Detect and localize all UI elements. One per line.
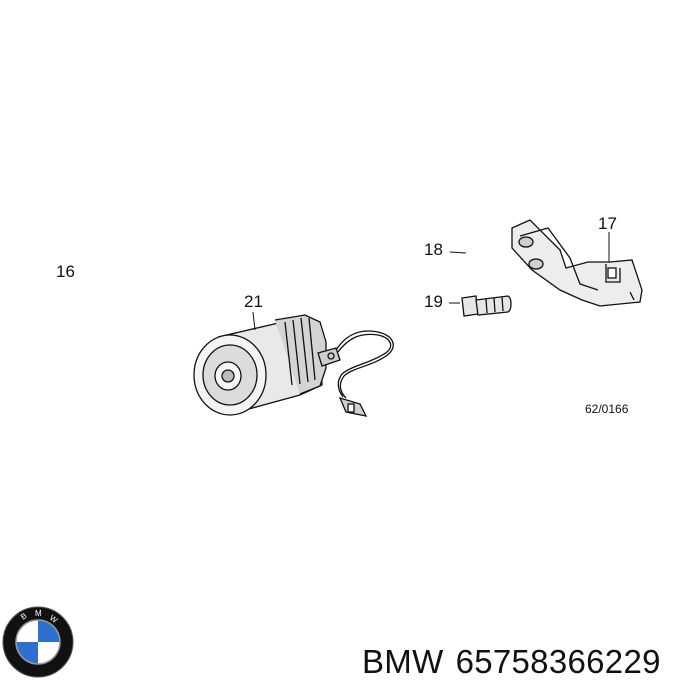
leader-18	[449, 251, 467, 254]
svg-text:M: M	[35, 609, 42, 618]
drawing-reference: 62/0166	[585, 402, 629, 416]
leader-21	[252, 311, 256, 331]
brand-name: BMW	[362, 643, 444, 680]
callout-19: 19	[424, 292, 443, 311]
svg-text:B: B	[19, 611, 29, 621]
leader-lines	[252, 232, 610, 331]
callout-16: 16	[56, 262, 75, 281]
callout-17: 17	[598, 214, 617, 233]
callout-18: 18	[424, 240, 443, 259]
part-number: 65758366229	[455, 643, 661, 680]
part-17-bracket	[511, 219, 643, 307]
callout-21: 21	[244, 292, 263, 311]
bmw-logo: B M W	[2, 606, 74, 678]
svg-text:W: W	[48, 613, 60, 625]
footer-caption: BMW 65758366229	[362, 643, 673, 681]
part-21-horn	[193, 314, 394, 417]
part-19-bolt	[461, 295, 512, 317]
